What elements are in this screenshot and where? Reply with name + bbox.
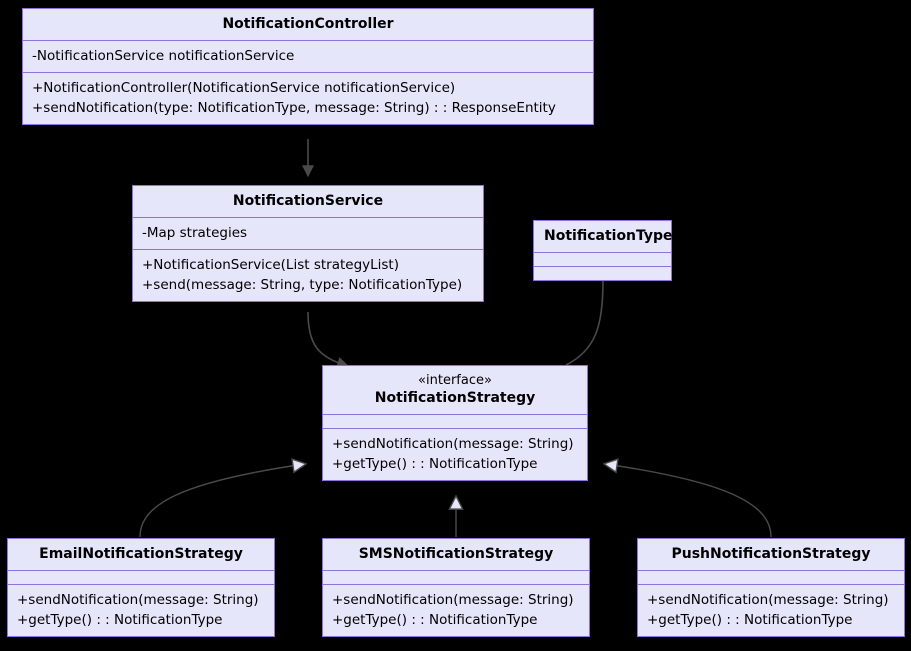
class-title-notification-service: NotificationService (232, 193, 384, 209)
method-row: +sendNotification(message: String) (332, 592, 574, 608)
method-row: +getType() : : NotificationType (332, 456, 538, 472)
method-row: +sendNotification(message: String) (647, 592, 889, 608)
attribute-row: -Map strategies (142, 225, 248, 241)
methods-compartment-email-notification-strategy: +sendNotification(message: String) +getT… (8, 584, 274, 636)
method-row: +getType() : : NotificationType (332, 612, 538, 628)
class-title-notification-strategy: «interface» NotificationStrategy (323, 366, 587, 414)
attributes-compartment-notification-type (534, 252, 671, 266)
methods-compartment-notification-type (534, 266, 671, 280)
method-row: +getType() : : NotificationType (17, 612, 223, 628)
attributes-compartment-email-notification-strategy (8, 570, 274, 584)
attributes-compartment-sms-notification-strategy (323, 570, 589, 584)
method-row: +send(message: String, type: Notificatio… (142, 277, 463, 293)
methods-compartment-push-notification-strategy: +sendNotification(message: String) +getT… (638, 584, 904, 636)
edge-service-to-strategy (307, 311, 350, 369)
edge-push-realizes-strategy (605, 464, 772, 538)
attributes-compartment-notification-controller: -NotificationService notificationService (23, 40, 593, 72)
class-name-text: NotificationStrategy (374, 390, 536, 406)
class-title-email-notification-strategy: EmailNotificationStrategy (39, 546, 243, 562)
class-title-sms-notification-strategy: SMSNotificationStrategy (358, 546, 554, 562)
method-row: +sendNotification(message: String) (17, 592, 259, 608)
class-email-notification-strategy[interactable]: EmailNotificationStrategy +sendNotificat… (7, 538, 275, 637)
attribute-row: -NotificationService notificationService (32, 48, 295, 64)
edge-email-realizes-strategy (139, 464, 305, 538)
attributes-compartment-notification-strategy (323, 414, 587, 428)
class-notification-service[interactable]: NotificationService -Map strategies +Not… (132, 185, 484, 302)
edge-type-to-strategy (565, 280, 604, 366)
attributes-compartment-push-notification-strategy (638, 570, 904, 584)
class-title-notification-controller: NotificationController (222, 16, 394, 32)
methods-compartment-sms-notification-strategy: +sendNotification(message: String) +getT… (323, 584, 589, 636)
class-notification-strategy[interactable]: «interface» NotificationStrategy +sendNo… (322, 365, 588, 481)
method-row: +getType() : : NotificationType (647, 612, 853, 628)
class-notification-type[interactable]: NotificationType (533, 220, 673, 281)
method-row: +NotificationService(List strategyList) (142, 257, 399, 273)
method-row: +sendNotification(message: String) (332, 436, 574, 452)
class-push-notification-strategy[interactable]: PushNotificationStrategy +sendNotificati… (637, 538, 905, 637)
class-sms-notification-strategy[interactable]: SMSNotificationStrategy +sendNotificatio… (322, 538, 590, 637)
attributes-compartment-notification-service: -Map strategies (133, 217, 483, 249)
methods-compartment-notification-strategy: +sendNotification(message: String) +getT… (323, 428, 587, 480)
methods-compartment-notification-controller: +NotificationController(NotificationServ… (23, 72, 593, 124)
method-row: +NotificationController(NotificationServ… (32, 80, 456, 96)
class-title-notification-type: NotificationType (544, 228, 673, 244)
method-row: +sendNotification(type: NotificationType… (32, 100, 556, 116)
class-notification-controller[interactable]: NotificationController -NotificationServ… (22, 8, 594, 125)
methods-compartment-notification-service: +NotificationService(List strategyList) … (133, 249, 483, 301)
stereotype-interface: «interface» (418, 373, 492, 388)
class-title-push-notification-strategy: PushNotificationStrategy (671, 546, 871, 562)
